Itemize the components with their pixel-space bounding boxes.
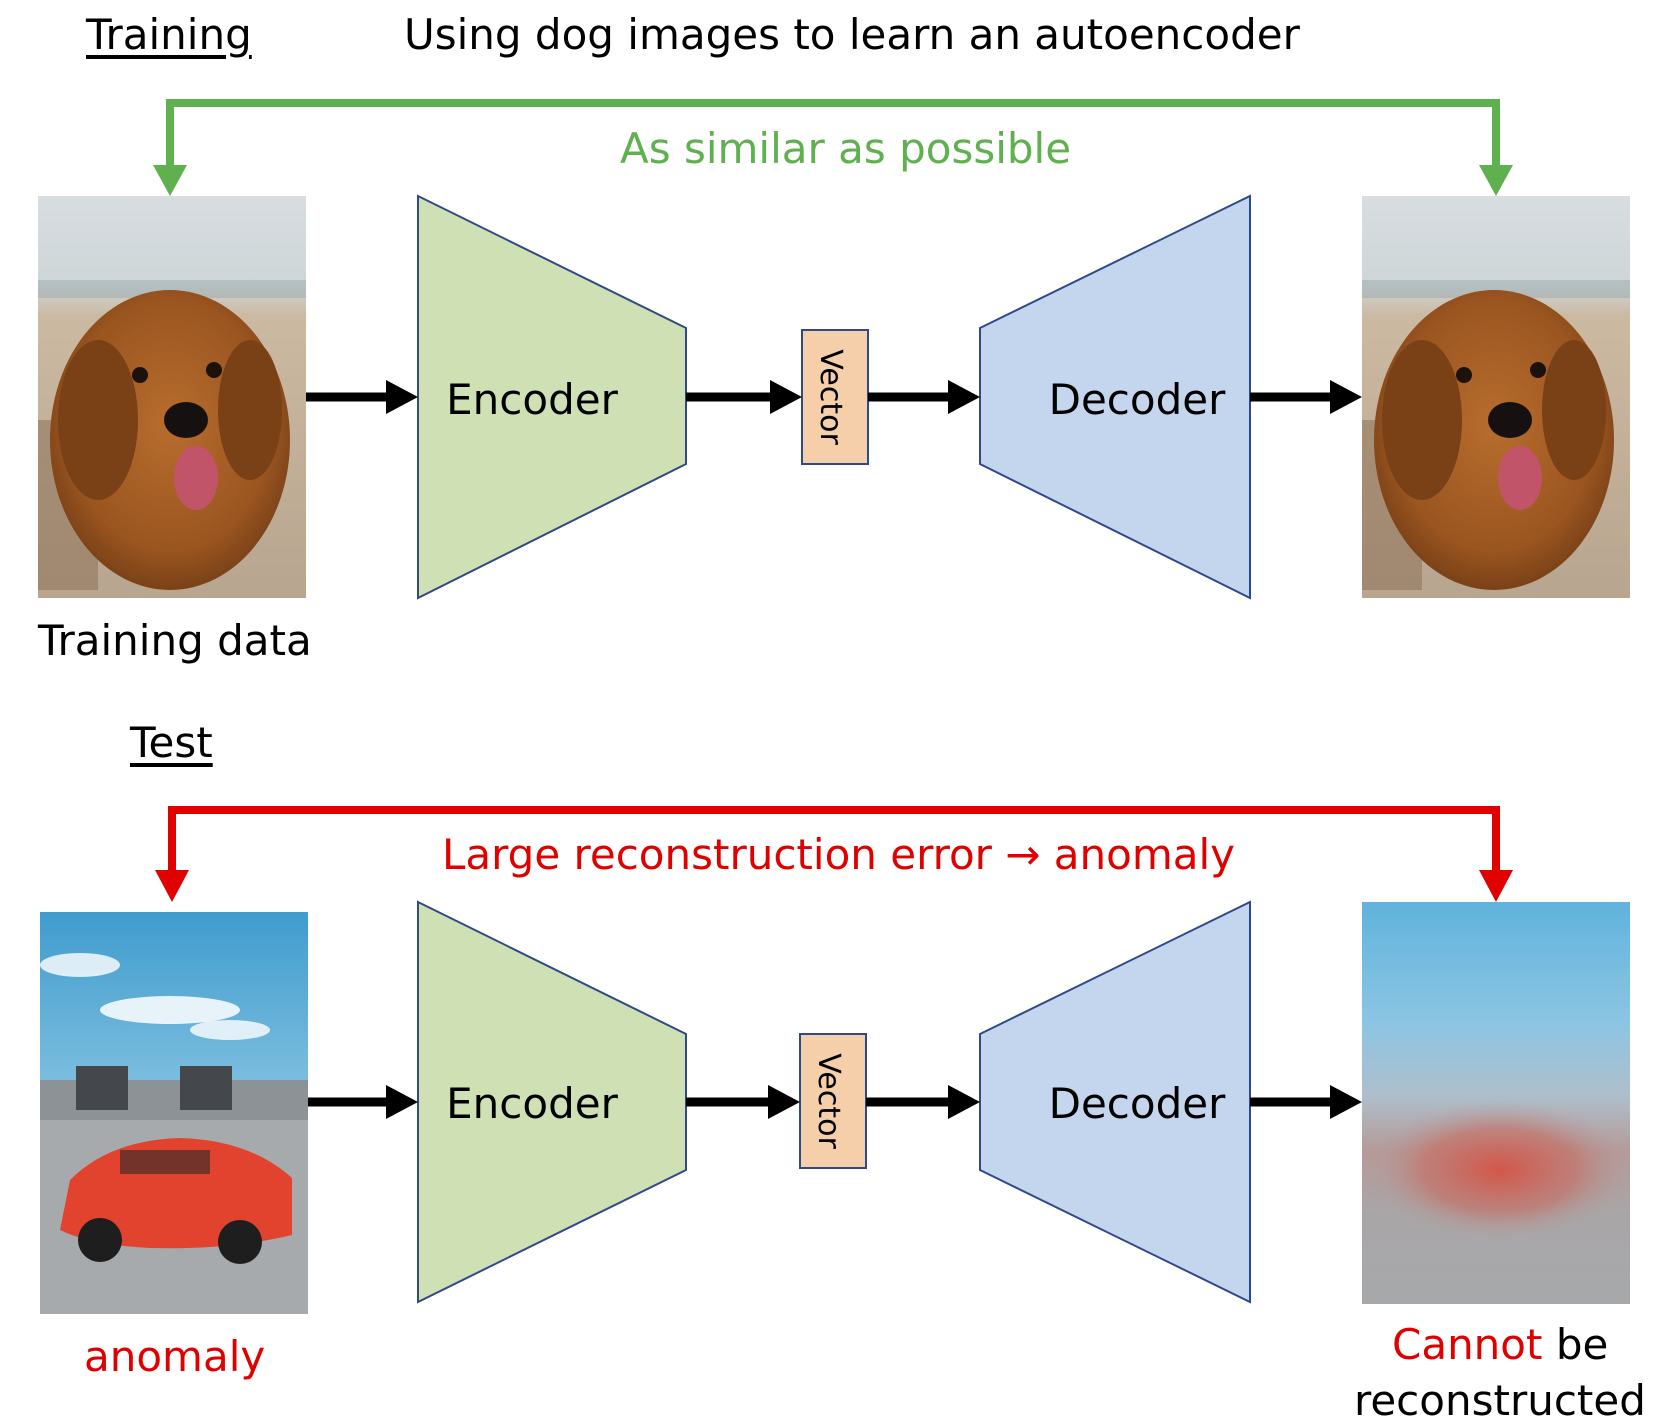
- training-loop-arrowhead-right: [1479, 165, 1513, 196]
- training-loop-arrowhead-left: [153, 165, 187, 196]
- training-input-photo: [38, 196, 306, 598]
- test-output-blurred-photo: [1362, 902, 1630, 1304]
- training-arrow-vector-to-decoder: [868, 380, 980, 414]
- test-loop-arrowhead-left: [155, 870, 189, 902]
- test-loop-arrowhead-right: [1479, 870, 1513, 902]
- test-arrow-encoder-to-vector: [686, 1085, 800, 1119]
- test-encoder-block: [417, 900, 687, 1304]
- training-vector-label: Vector: [813, 349, 848, 445]
- training-arrow-input-to-encoder: [306, 380, 418, 414]
- training-output-photo: [1362, 196, 1630, 598]
- test-encoder-label: Encoder: [446, 1079, 618, 1128]
- test-arrow-input-to-encoder: [308, 1085, 418, 1119]
- test-output-caption: Cannot be: [1392, 1320, 1608, 1369]
- test-arrow-decoder-to-output: [1250, 1085, 1362, 1119]
- training-encoder-block: [417, 194, 687, 600]
- test-arrow-vector-to-decoder: [866, 1085, 980, 1119]
- test-input-photo: [40, 912, 308, 1314]
- training-encoder-label: Encoder: [446, 375, 618, 424]
- test-vector-block: [799, 1033, 867, 1169]
- test-loop-label: Large reconstruction error → anomaly: [442, 830, 1236, 879]
- test-title: Test: [130, 718, 213, 767]
- test-decoder-label: Decoder: [1049, 1079, 1226, 1128]
- training-input-caption: Training data: [38, 616, 312, 665]
- test-output-caption-line2: reconstructed: [1354, 1376, 1646, 1425]
- test-output-caption-rest: be: [1542, 1320, 1609, 1369]
- training-loop-label: As similar as possible: [620, 124, 1072, 173]
- training-headline: Using dog images to learn an autoencoder: [404, 10, 1300, 59]
- test-output-caption-red: Cannot: [1392, 1320, 1543, 1369]
- training-decoder-block: [979, 194, 1251, 600]
- test-input-caption: anomaly: [84, 1332, 266, 1381]
- test-vector-label: Vector: [811, 1053, 846, 1149]
- training-title: Training: [86, 10, 252, 59]
- training-decoder-label: Decoder: [1049, 375, 1226, 424]
- test-decoder-block: [979, 900, 1251, 1304]
- training-loop-line: [166, 99, 1500, 177]
- training-arrow-decoder-to-output: [1250, 380, 1362, 414]
- training-arrow-encoder-to-vector: [686, 380, 802, 414]
- test-loop-line: [168, 806, 1500, 882]
